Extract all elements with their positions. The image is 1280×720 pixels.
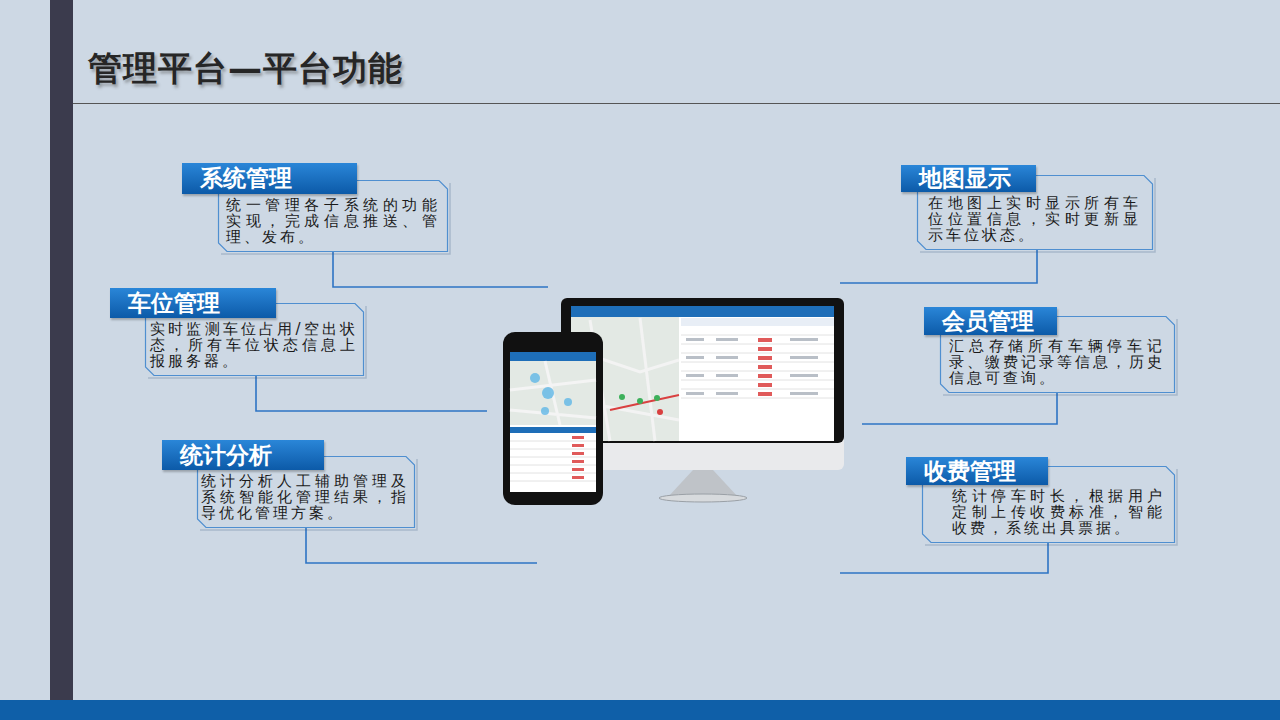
phone-screen xyxy=(510,352,596,492)
monitor-illustration xyxy=(561,298,844,502)
callout-heading: 会员管理 xyxy=(924,307,1057,335)
callout-box: 系统管理统一管理各子系统的功能实现，完成信息推送、管理、发布。 xyxy=(182,163,448,252)
table-status xyxy=(758,338,772,396)
leader-line xyxy=(306,528,537,563)
map-marker xyxy=(654,395,660,401)
callout-text: 统计分析人工辅助管理及系统智能化管理结果，指导优化管理方案。 xyxy=(201,473,409,521)
callout-heading: 收费管理 xyxy=(906,457,1048,485)
callout-border xyxy=(146,304,364,376)
phone-map xyxy=(510,361,596,425)
callout-shadow xyxy=(920,178,1155,252)
leader-line xyxy=(256,376,487,411)
phone-illustration xyxy=(503,332,603,505)
leader-line xyxy=(840,245,1037,283)
phone-header xyxy=(510,352,596,361)
callout-text: 实时监测车位占用/空出状态，所有车位状态信息上报服务器。 xyxy=(150,321,358,369)
callout-shadow xyxy=(943,319,1177,395)
callout-box: 车位管理实时监测车位占用/空出状态，所有车位状态信息上报服务器。 xyxy=(110,288,364,376)
callout-text: 汇总存储所有车辆停车记录、缴费记录等信息，历史信息可查询。 xyxy=(949,338,1165,386)
callout-heading: 系统管理 xyxy=(182,163,357,194)
map-marker xyxy=(619,394,625,400)
side-bar xyxy=(50,0,73,700)
callout-heading: 统计分析 xyxy=(162,440,324,470)
callout-shadow xyxy=(148,306,366,378)
callout-shadow xyxy=(221,183,450,254)
monitor-stand xyxy=(668,470,738,497)
callout-border xyxy=(941,317,1175,393)
map-cluster xyxy=(564,398,572,406)
callout-box: 收费管理统计停车时长，根据用户定制上传收费标准，智能收费，系统出具票据。 xyxy=(906,457,1175,543)
title-rule xyxy=(73,103,1280,104)
table-rows xyxy=(681,335,834,398)
callout-heading: 地图显示 xyxy=(901,165,1036,192)
map-cluster xyxy=(542,387,554,399)
slide-title: 管理平台—平台功能 xyxy=(88,46,403,92)
monitor-bezel xyxy=(561,298,844,443)
table-cells xyxy=(686,338,818,395)
map-cluster xyxy=(541,407,549,415)
callout-box: 统计分析统计分析人工辅助管理及系统智能化管理结果，指导优化管理方案。 xyxy=(162,440,415,528)
phone-body xyxy=(503,332,603,505)
bottom-bar xyxy=(0,700,1280,720)
screen-header xyxy=(571,306,834,317)
callout-border xyxy=(923,467,1175,543)
callout-text: 统一管理各子系统的功能实现，完成信息推送、管理、发布。 xyxy=(226,197,440,245)
callout-shadow xyxy=(925,469,1177,545)
monitor-chin xyxy=(561,298,844,470)
map-cluster xyxy=(530,373,540,383)
callout-text: 在地图上实时显示所有车位位置信息，实时更新显示车位状态。 xyxy=(928,195,1141,243)
phone-status xyxy=(572,436,584,479)
callout-shadow xyxy=(200,459,417,530)
map-marker xyxy=(637,398,643,404)
phone-list xyxy=(510,441,596,481)
callout-border xyxy=(219,181,448,252)
callout-box: 地图显示在地图上实时显示所有车位位置信息，实时更新显示车位状态。 xyxy=(901,165,1153,250)
monitor-screen xyxy=(571,306,834,441)
phone-list-head xyxy=(510,427,596,433)
callout-text: 统计停车时长，根据用户定制上传收费标准，智能收费，系统出具票据。 xyxy=(952,488,1165,536)
table-head xyxy=(681,318,834,326)
leader-line xyxy=(333,250,548,287)
callout-heading: 车位管理 xyxy=(110,288,276,318)
map-route xyxy=(610,395,679,410)
callout-border xyxy=(918,176,1153,250)
map-marker xyxy=(657,409,663,415)
monitor-base xyxy=(659,494,747,502)
callout-box: 会员管理汇总存储所有车辆停车记录、缴费记录等信息，历史信息可查询。 xyxy=(924,307,1175,393)
map-road xyxy=(510,361,596,425)
callout-border xyxy=(198,457,415,528)
